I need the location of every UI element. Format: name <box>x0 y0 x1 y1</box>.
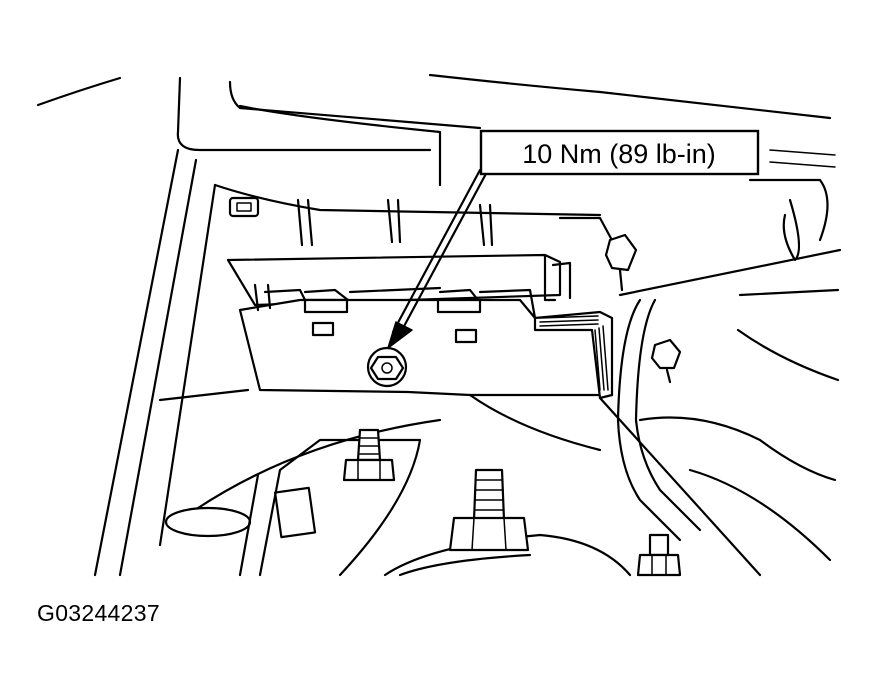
strut-stud-left <box>342 428 396 482</box>
callout-leader-arrow <box>387 168 490 349</box>
mount-slot-right <box>436 298 482 314</box>
right-panel <box>598 248 842 577</box>
clip-tab <box>228 196 260 218</box>
torque-callout-box <box>479 129 760 176</box>
mount-slot-left <box>303 298 349 314</box>
mounting-bolt <box>366 346 408 388</box>
strut-stud-right <box>636 533 682 577</box>
vent-right <box>454 328 478 344</box>
oval-hole <box>164 506 252 538</box>
side-fasteners <box>604 233 682 384</box>
rect-block <box>274 486 317 539</box>
electronic-module <box>226 253 614 400</box>
left-frame <box>93 148 602 577</box>
torque-label: 10 Nm (89 lb-in) <box>522 139 716 169</box>
vent-left <box>311 321 335 337</box>
torque-callout: 10 Nm (89 lb-in) <box>479 129 760 176</box>
strut-stud-center <box>448 468 530 552</box>
strut-tower <box>158 388 632 577</box>
cowl-top-outline <box>36 73 836 262</box>
connector-ridges <box>539 315 609 391</box>
figure-id-label: G03244237 <box>37 600 160 626</box>
